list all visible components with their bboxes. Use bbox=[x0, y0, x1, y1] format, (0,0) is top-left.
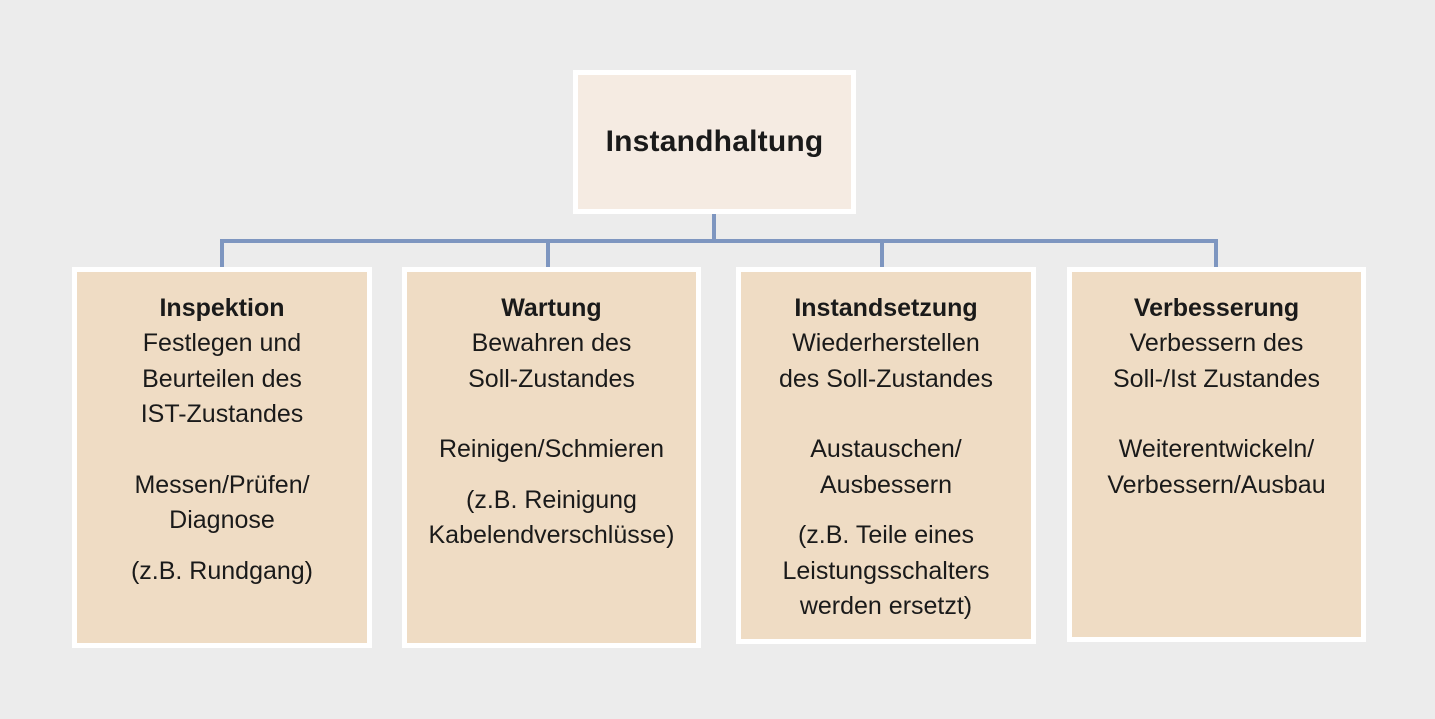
node-wartung: Wartung Bewahren des Soll-Zustandes Rein… bbox=[402, 267, 701, 648]
node-title: Wartung bbox=[501, 294, 602, 322]
node-description-line: Soll-Zustandes bbox=[468, 364, 635, 393]
root-node: Instandhaltung bbox=[573, 70, 856, 214]
node-example-line: (z.B. Reinigung bbox=[466, 485, 637, 514]
root-title: Instandhaltung bbox=[605, 125, 824, 158]
node-example-line: (z.B. Rundgang) bbox=[130, 556, 314, 585]
node-example-line: (z.B. Teile eines bbox=[797, 521, 974, 549]
node-description-line: Soll-/Ist Zustandes bbox=[1112, 364, 1321, 393]
node-activity-line: Reinigen/Schmieren bbox=[438, 435, 665, 463]
node-activity-line: Weiterentwickeln/ bbox=[1118, 435, 1315, 463]
node-example-line: Kabelendverschlüsse) bbox=[428, 521, 675, 549]
node-example-line: werden ersetzt) bbox=[799, 592, 973, 620]
node-description-line: Wiederherstellen bbox=[792, 329, 980, 357]
node-description-line: Festlegen und bbox=[142, 329, 302, 357]
node-instandsetzung: Instandsetzung Wiederherstellen des Soll… bbox=[736, 267, 1036, 644]
node-description-line: Beurteilen des bbox=[142, 364, 302, 393]
node-title: Inspektion bbox=[159, 294, 285, 322]
node-verbesserung: Verbesserung Verbessern des Soll-/Ist Zu… bbox=[1067, 267, 1366, 642]
node-description-line: Bewahren des bbox=[471, 329, 632, 357]
node-activity-line: Verbessern/Ausbau bbox=[1107, 470, 1326, 499]
node-inspektion: Inspektion Festlegen und Beurteilen des … bbox=[72, 267, 372, 648]
node-title: Verbesserung bbox=[1133, 294, 1300, 322]
node-description-line: Verbessern des bbox=[1129, 329, 1304, 357]
node-activity-line: Diagnose bbox=[169, 506, 275, 534]
node-activity-line: Messen/Prüfen/ bbox=[134, 470, 310, 499]
node-title: Instandsetzung bbox=[794, 294, 978, 322]
node-activity-line: Ausbessern bbox=[819, 470, 953, 499]
node-activity-line: Austauschen/ bbox=[810, 435, 962, 463]
node-description-line: IST-Zustandes bbox=[140, 400, 304, 428]
node-example-line: Leistungsschalters bbox=[782, 556, 990, 585]
node-description-line: des Soll-Zustandes bbox=[778, 364, 993, 393]
